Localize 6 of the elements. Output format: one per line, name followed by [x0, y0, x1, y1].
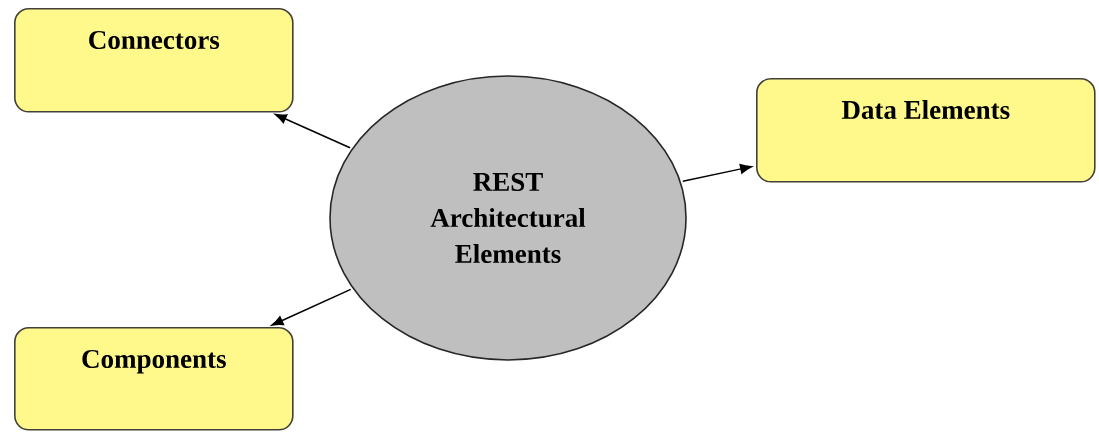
- arrow: [682, 164, 752, 182]
- rounded-box: Connectors: [14, 8, 294, 113]
- rounded-box: Components: [14, 327, 294, 431]
- rounded-box: Data Elements: [756, 78, 1096, 183]
- arrow: [274, 113, 351, 149]
- arrow: [271, 288, 352, 326]
